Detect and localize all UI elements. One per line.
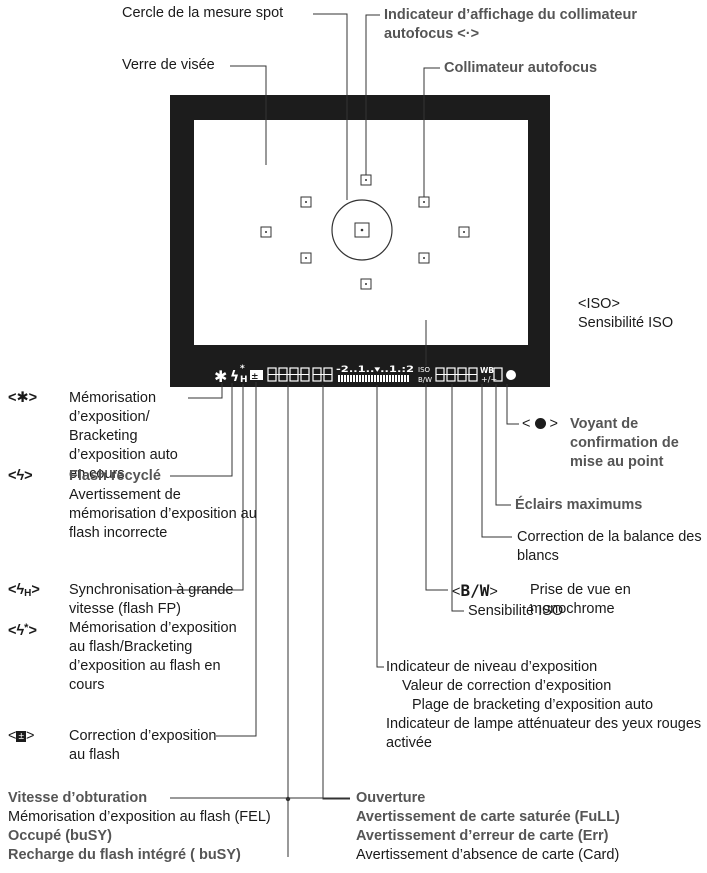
exposure-level-bars bbox=[338, 375, 409, 382]
focus-confirm-dot bbox=[506, 370, 516, 380]
label-exposure-level: Indicateur de niveau d’exposition bbox=[386, 659, 598, 675]
wb-plusminus: +/− bbox=[481, 375, 497, 384]
label-wb-correction: Correction de la balance des blancs bbox=[517, 529, 702, 564]
label-flash-ready-warning: Avertissement de mémorisation d’expositi… bbox=[69, 487, 257, 541]
label-bw: Prise de vue en monochrome bbox=[530, 582, 631, 617]
label-busy: Occupé (buSY) bbox=[8, 828, 112, 844]
max-burst-digit bbox=[493, 367, 503, 382]
label-aeb-range: Plage de bracketing d’exposition auto bbox=[412, 697, 654, 713]
exposure-scale-text: -2..1..▾..1.:2 bbox=[336, 365, 414, 375]
af-point-lower-right bbox=[418, 252, 430, 264]
af-point-center bbox=[354, 222, 370, 238]
af-point-left-far bbox=[260, 226, 272, 238]
label-bw-symbol: <B/W> bbox=[452, 581, 498, 600]
svg-text:±: ± bbox=[251, 372, 259, 382]
label-flash-comp: Correction d’exposition au flash bbox=[69, 728, 217, 763]
label-ae-lock: <✱> bbox=[8, 389, 37, 408]
flash-comp-glyph: ± bbox=[16, 731, 26, 742]
wb-lcd-label: WB bbox=[480, 366, 494, 375]
label-aperture: Ouverture bbox=[356, 790, 426, 806]
flash-comp-icon bbox=[250, 370, 263, 380]
viewfinder-screen bbox=[194, 120, 528, 345]
label-iso-sensitivity-bottom: Sensibilité ISO bbox=[468, 603, 564, 619]
label-high-speed-sync: Synchronisation à grande vitesse (flash … bbox=[69, 582, 234, 617]
iso-lcd-label: ISO bbox=[418, 366, 431, 374]
label-flash-ready: Flash recyclé bbox=[69, 468, 161, 484]
label-fel: Mémorisation d’exposition au flash (FEL) bbox=[8, 809, 271, 825]
ae-lock-symbol: <✱> bbox=[8, 390, 38, 406]
label-flash-ready-symbol: <ϟ> bbox=[8, 468, 33, 484]
af-point-upper-left bbox=[300, 196, 312, 208]
flash-h-icon: H bbox=[240, 375, 248, 385]
label-focus-confirm: Voyant de confirmation de mise au point bbox=[570, 416, 679, 470]
label-af-point: Collimateur autofocus bbox=[444, 60, 598, 76]
label-no-card: Avertissement d’absence de carte (Card) bbox=[356, 847, 620, 863]
bw-lcd-label: B/W bbox=[418, 376, 432, 384]
label-card-full: Avertissement de carte saturée (FuLL) bbox=[356, 809, 620, 825]
label-focusing-screen: Verre de visée bbox=[122, 57, 215, 73]
af-point-bottom bbox=[360, 278, 372, 290]
label-red-eye: Indicateur de lampe atténuateur des yeux… bbox=[386, 716, 702, 751]
label-fe-lock: Mémorisation d’exposition au flash/Brack… bbox=[69, 620, 237, 693]
label-iso-symbol: <ISO> bbox=[578, 296, 620, 312]
label-focus-confirm-symbol: < > bbox=[522, 416, 558, 432]
info-bar: ✱ ϟ H * ± -2..1..▾..1.:2 ISO B/W bbox=[214, 364, 516, 386]
label-card-error: Avertissement d’erreur de carte (Err) bbox=[356, 828, 609, 844]
focus-dot-glyph bbox=[534, 418, 546, 429]
label-high-speed-symbol: <ϟH> bbox=[8, 582, 40, 599]
ae-lock-icon: ✱ bbox=[214, 367, 227, 386]
label-flash-recharge: Recharge du flash intégré ( buSY) bbox=[8, 847, 241, 863]
label-ae-lock-text: Mémorisation d’exposition/ Bracketing d’… bbox=[69, 390, 178, 482]
flash-star-icon: * bbox=[240, 364, 245, 374]
label-af-point-indicator: Indicateur d’affichage du collimateur au… bbox=[384, 7, 637, 42]
label-shutter-speed: Vitesse d’obturation bbox=[8, 790, 148, 806]
label-max-burst: Éclairs maximums bbox=[515, 497, 643, 513]
label-fe-lock-symbol: <ϟ*> bbox=[8, 622, 37, 639]
label-flash-comp-symbol: <±> bbox=[8, 728, 35, 744]
label-exposure-comp: Valeur de correction d’exposition bbox=[402, 678, 612, 694]
spot-metering-circle bbox=[331, 199, 393, 261]
af-point-lower-left bbox=[300, 252, 312, 264]
label-iso-sensitivity-top: Sensibilité ISO bbox=[578, 315, 674, 331]
flash-ready-icon: ϟ bbox=[230, 369, 239, 385]
af-point-right-far bbox=[458, 226, 470, 238]
label-spot-circle: Cercle de la mesure spot bbox=[122, 5, 284, 21]
